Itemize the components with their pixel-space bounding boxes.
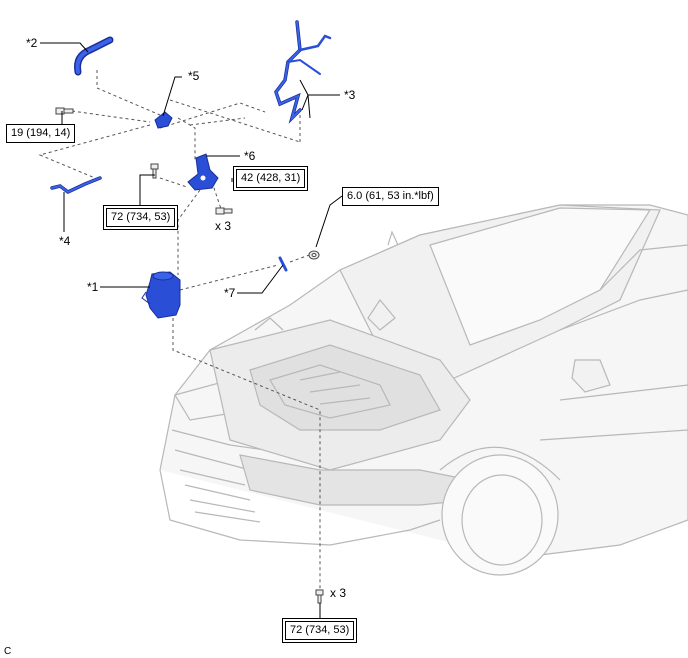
torque-spec-42: 42 (428, 31) <box>233 166 309 191</box>
torque-spec-72-top: 72 (734, 53) <box>103 205 179 230</box>
bolt-19 <box>55 107 74 115</box>
torque-spec-19-text: 19 (194, 14) <box>11 127 71 139</box>
callout-leaders <box>40 42 343 621</box>
figure-code: C <box>4 646 11 657</box>
torque-spec-72-top-text: 72 (734, 53) <box>106 208 176 227</box>
part-pipe-4 <box>50 176 102 195</box>
callout-6: *6 <box>244 149 256 163</box>
callout-5: *5 <box>188 69 200 83</box>
vehicle-illustration <box>159 204 688 576</box>
part-pipe-3 <box>274 20 332 124</box>
quantity-bolt-bottom: x 3 <box>330 586 346 600</box>
part-bracket-6 <box>187 153 219 191</box>
callout-7: *7 <box>224 286 236 300</box>
callout-2: *2 <box>26 36 38 50</box>
nut-6 <box>308 250 320 260</box>
bolt-42 <box>215 207 233 215</box>
part-pipe-2 <box>74 36 114 76</box>
torque-spec-72-bottom-text: 72 (734, 53) <box>285 621 355 640</box>
part-clip-7 <box>278 256 288 272</box>
quantity-bolt-42: x 3 <box>215 219 231 233</box>
callout-1: *1 <box>87 280 99 294</box>
torque-spec-42-text: 42 (428, 31) <box>236 169 306 188</box>
part-mount-1 <box>141 271 181 319</box>
torque-spec-6: 6.0 (61, 53 in.*lbf) <box>342 187 439 206</box>
torque-spec-19: 19 (194, 14) <box>6 124 76 143</box>
torque-spec-72-bottom: 72 (734, 53) <box>282 618 358 643</box>
callout-3: *3 <box>344 88 356 102</box>
bolt-72-top <box>150 163 159 179</box>
callout-4: *4 <box>59 234 71 248</box>
torque-spec-6-text: 6.0 (61, 53 in.*lbf) <box>347 190 434 202</box>
bolt-72-bottom <box>315 589 324 604</box>
